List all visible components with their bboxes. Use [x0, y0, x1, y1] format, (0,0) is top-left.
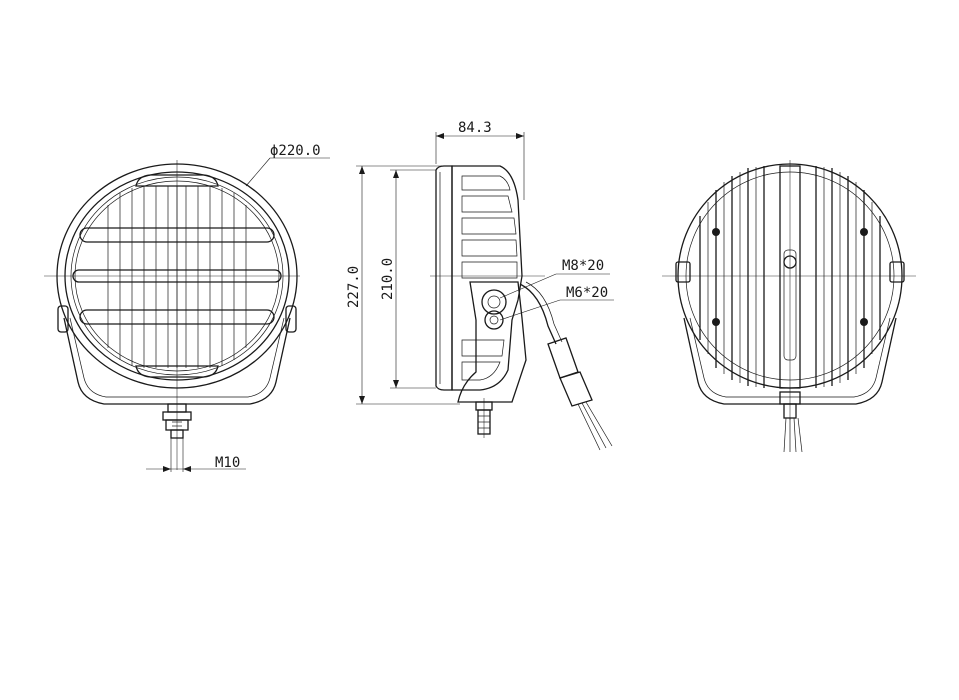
side-bolt-m6-inner — [489, 315, 499, 325]
front-drl-bar-upper — [79, 227, 275, 243]
total-height-arrow-bottom — [359, 396, 365, 404]
rear-screw-bottom-left — [712, 318, 720, 326]
front-housing-outer — [56, 163, 298, 389]
front-housing-rim — [64, 171, 290, 381]
rear-fins-secondary — [707, 167, 873, 387]
rear-spine-grommet — [783, 255, 797, 269]
front-bottom-brow — [135, 365, 219, 378]
lens-height-arrow-bottom — [393, 380, 399, 388]
m6-label: M6*20 — [566, 285, 608, 301]
m8-leader — [499, 273, 557, 299]
front-ear-right — [285, 305, 297, 333]
rear-wires — [783, 417, 803, 453]
side-connector-a — [547, 337, 579, 379]
front-bracket-inner — [69, 317, 285, 398]
m10-arrow-left — [163, 466, 171, 472]
rear-screw-top-right — [860, 228, 868, 236]
total-height-arrow-top — [359, 166, 365, 174]
rear-lug-right — [889, 261, 905, 283]
side-cable — [519, 283, 557, 345]
rear-bracket-inner — [689, 317, 891, 398]
total-height-label: 227.0 — [346, 266, 362, 308]
side-bolt-m8-inner — [487, 295, 501, 309]
depth-arrow-right — [516, 133, 524, 139]
front-view — [44, 157, 330, 472]
side-lens-face — [435, 165, 453, 391]
m10-label: M10 — [215, 455, 240, 471]
side-cable-edge — [525, 281, 563, 343]
front-ear-left — [57, 305, 69, 333]
lens-height-label: 210.0 — [380, 258, 396, 300]
rear-screw-top-left — [712, 228, 720, 236]
side-bolt-m6 — [484, 310, 504, 330]
rear-housing-inner — [685, 171, 895, 381]
side-bracket — [457, 281, 527, 403]
side-cooling-fins — [461, 175, 518, 381]
side-view — [356, 132, 614, 451]
front-reflector-ribs — [107, 186, 247, 368]
front-lens-ring — [70, 176, 284, 376]
m10-arrow-right — [183, 466, 191, 472]
front-drl-bar-middle — [72, 269, 282, 283]
side-body — [451, 165, 523, 391]
diameter-leader — [245, 157, 271, 187]
lens-height-arrow-top — [393, 170, 399, 178]
front-stud — [162, 403, 192, 439]
rear-screw-bottom-right — [860, 318, 868, 326]
depth-arrow-left — [436, 133, 444, 139]
m6-leader — [499, 299, 561, 321]
rear-spine-channel — [783, 249, 797, 361]
diameter-label: ϕ220.0 — [270, 143, 321, 159]
front-lens — [74, 180, 280, 372]
rear-fins — [699, 166, 881, 388]
rear-lug-left — [675, 261, 691, 283]
front-top-brow — [135, 174, 219, 187]
rear-view — [662, 160, 916, 453]
side-bolt-m8 — [481, 289, 507, 315]
depth-label: 84.3 — [458, 120, 492, 136]
m8-label: M8*20 — [562, 258, 604, 274]
side-wires — [577, 401, 613, 451]
front-drl-bar-lower — [79, 309, 275, 325]
rear-center-spine — [779, 165, 801, 389]
side-stud — [475, 401, 493, 435]
side-connector-b — [559, 371, 593, 407]
